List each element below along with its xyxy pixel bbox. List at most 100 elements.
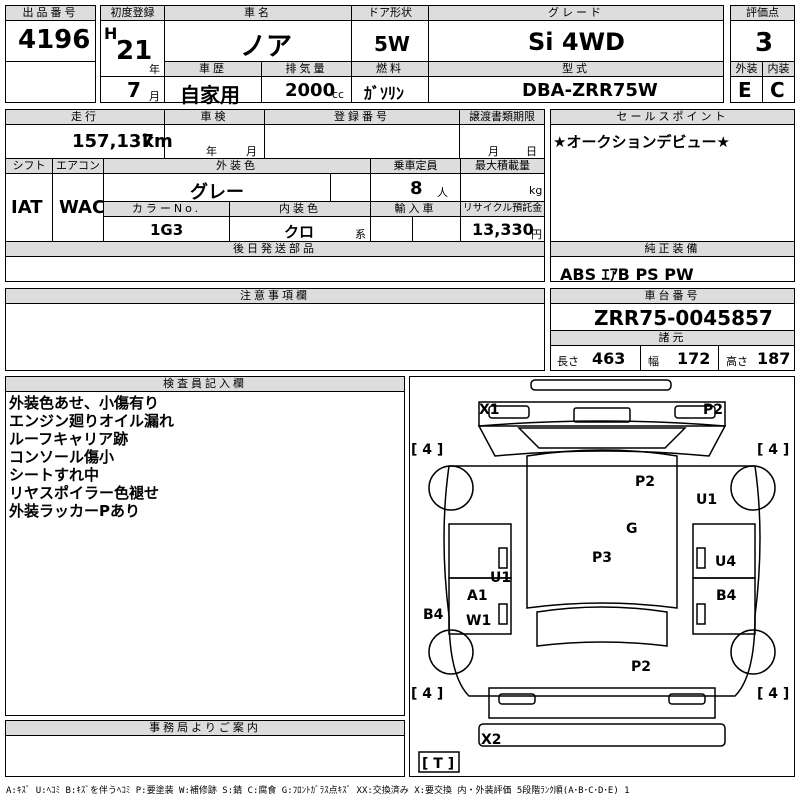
exterior-color-divider bbox=[330, 173, 331, 202]
era: H bbox=[104, 24, 118, 43]
car-name: ノア bbox=[240, 32, 293, 62]
fuel: ｶﾞｿﾘﾝ bbox=[364, 84, 405, 103]
damage-mark: U1 bbox=[490, 570, 511, 586]
front-emblem bbox=[573, 407, 631, 423]
body-outline bbox=[443, 465, 761, 697]
transfer-label: 譲渡書類期限 bbox=[459, 109, 545, 125]
equipment-label: 純正装備 bbox=[550, 241, 795, 257]
windshield bbox=[517, 427, 687, 449]
length-label: 長さ bbox=[557, 355, 579, 368]
damage-mark: X1 bbox=[479, 402, 500, 418]
displacement-label: 排気量 bbox=[261, 61, 352, 77]
rear-bumper bbox=[478, 723, 726, 747]
damage-mark: P2 bbox=[635, 474, 655, 490]
shift-label: シフト bbox=[5, 158, 53, 174]
wheel-front-right bbox=[730, 465, 776, 511]
ext-score: E bbox=[738, 78, 752, 102]
dims-divider-1 bbox=[640, 345, 641, 371]
wheel-front-left bbox=[428, 465, 474, 511]
inspector-label: 検査員記入欄 bbox=[5, 376, 405, 392]
width-label: 幅 bbox=[648, 355, 659, 368]
interior-color: クロ bbox=[284, 223, 315, 241]
tire-label: [ 4 ] bbox=[411, 686, 443, 702]
exterior-color: グレー bbox=[190, 182, 244, 203]
transfer-month-unit: 月 bbox=[488, 145, 499, 158]
legend-footer: A:ｷｽﾞ U:ﾍｺﾐ B:ｷｽﾞを伴うﾍｺﾐ P:要塗装 W:補修跡 S:錆 … bbox=[6, 786, 630, 796]
sales-point-label: セールスポイント bbox=[550, 109, 795, 125]
first-reg-label: 初度登録 bbox=[100, 5, 165, 21]
inspector-notes: 外装色あせ、小傷有り エンジン廻りオイル漏れ ルーフキャリア跡 コンソール傷小 … bbox=[9, 394, 174, 520]
inspector-note: コンソール傷小 bbox=[9, 448, 115, 466]
displacement-unit: cc bbox=[332, 88, 345, 101]
sales-point-box bbox=[550, 109, 795, 242]
import-label: 輸入車 bbox=[370, 201, 461, 217]
capacity-label: 乗車定員 bbox=[370, 158, 461, 174]
fuel-label: 燃料 bbox=[351, 61, 429, 77]
int-label: 内装 bbox=[762, 61, 795, 77]
doors: 5W bbox=[374, 32, 410, 56]
ac-label: エアコン bbox=[52, 158, 104, 174]
office-label: 事務局よりご案内 bbox=[5, 720, 405, 736]
reg-month-divider bbox=[100, 76, 165, 77]
damage-mark: W1 bbox=[466, 613, 491, 629]
damage-mark: B4 bbox=[716, 588, 737, 604]
tire-label: [ T ] bbox=[422, 756, 454, 772]
sales-point: ★オークションデビュー★ bbox=[553, 133, 730, 151]
right-rear-door bbox=[692, 577, 756, 635]
inspection-month-unit: 月 bbox=[246, 145, 257, 158]
transfer-day-unit: 日 bbox=[526, 145, 537, 158]
rear-window bbox=[536, 606, 668, 647]
lot-lower-box bbox=[5, 61, 96, 103]
reg-year: 21 bbox=[116, 36, 153, 66]
reg-year-unit: 年 bbox=[149, 63, 160, 76]
score-label: 評価点 bbox=[730, 5, 795, 21]
color-no: 1G3 bbox=[150, 221, 184, 239]
spare-tire-mark bbox=[418, 751, 460, 773]
shift: IAT bbox=[11, 197, 43, 218]
name-label: 車名 bbox=[164, 5, 352, 21]
inspector-note: 外装ラッカーPあり bbox=[9, 502, 140, 520]
history-label: 車歴 bbox=[164, 61, 262, 77]
lot-number: 4196 bbox=[18, 25, 91, 55]
import-divider bbox=[412, 216, 413, 242]
chassis-label: 車台番号 bbox=[550, 288, 795, 304]
tire-label: [ 4 ] bbox=[757, 686, 789, 702]
front-bumper bbox=[530, 379, 672, 391]
reg-month-unit: 月 bbox=[149, 90, 160, 103]
height-label: 高さ bbox=[726, 355, 748, 368]
mileage-unit: km bbox=[142, 131, 173, 152]
length: 463 bbox=[592, 349, 626, 368]
inspection-label: 車検 bbox=[164, 109, 265, 125]
max-load-unit: kg bbox=[529, 184, 543, 197]
height: 187 bbox=[757, 349, 791, 368]
dims-label: 諸元 bbox=[550, 330, 795, 346]
diagram-box bbox=[409, 376, 795, 777]
score: 3 bbox=[755, 28, 774, 58]
car-diagram: X1 P2 P2 U1 G P3 U1 U4 A1 W1 B4 B4 P2 X2… bbox=[411, 379, 789, 773]
inspection-year-unit: 年 bbox=[206, 145, 217, 158]
tire-label: [ 4 ] bbox=[411, 442, 443, 458]
inspector-note: シートすれ中 bbox=[9, 466, 100, 484]
max-load-label: 最大積載量 bbox=[460, 158, 545, 174]
capacity-unit: 人 bbox=[437, 186, 448, 199]
lot-label: 出品番号 bbox=[5, 5, 96, 21]
model-label: 型式 bbox=[428, 61, 724, 77]
history: 自家用 bbox=[180, 83, 240, 107]
damage-mark: U4 bbox=[715, 554, 736, 570]
ext-label: 外装 bbox=[730, 61, 763, 77]
inspector-note: エンジン廻りオイル漏れ bbox=[9, 412, 175, 430]
ac: WAC bbox=[59, 197, 106, 218]
rear-panel bbox=[488, 687, 716, 719]
interior-color-label: 内装色 bbox=[229, 201, 371, 217]
damage-mark: P2 bbox=[631, 659, 651, 675]
dims-divider-2 bbox=[718, 345, 719, 371]
width: 172 bbox=[677, 349, 711, 368]
recycle: 13,330 bbox=[472, 220, 534, 239]
tire-label: [ 4 ] bbox=[757, 442, 789, 458]
inspector-note: 外装色あせ、小傷有り bbox=[9, 394, 160, 412]
chassis: ZRR75-0045857 bbox=[594, 306, 773, 330]
model: DBA-ZRR75W bbox=[522, 80, 658, 101]
mileage-label: 走行 bbox=[5, 109, 165, 125]
inspector-note: ルーフキャリア跡 bbox=[9, 430, 129, 448]
exterior-color-label: 外装色 bbox=[103, 158, 371, 174]
